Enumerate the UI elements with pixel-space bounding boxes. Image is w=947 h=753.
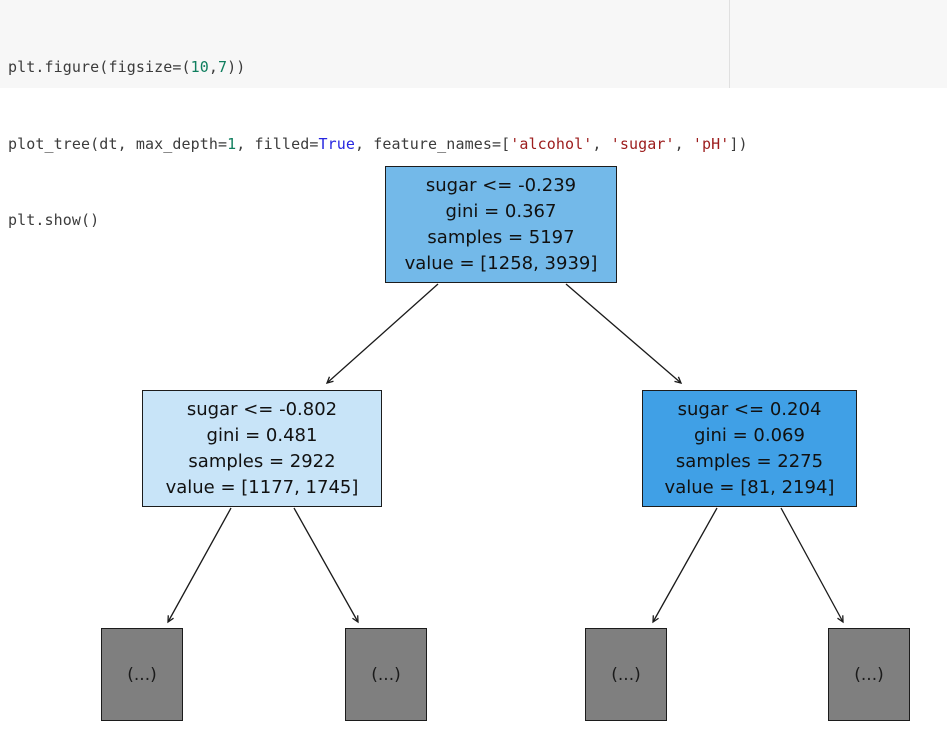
code-token: , <box>674 134 693 153</box>
code-token: plt.show() <box>8 211 100 229</box>
leaf-label: (...) <box>611 664 641 685</box>
node-condition: sugar <= -0.239 <box>425 174 577 196</box>
node-condition: sugar <= -0.802 <box>186 398 338 420</box>
tree-node-left-child: sugar <= -0.802 gini = 0.481 samples = 2… <box>142 390 382 507</box>
code-token: 'sugar' <box>610 134 675 153</box>
code-token: plt.figure(figsize=( <box>8 58 191 76</box>
leaf-label: (...) <box>127 664 157 685</box>
leaf-label: (...) <box>371 664 401 685</box>
leaf-label: (...) <box>854 664 884 685</box>
edge-right-to-leaf3 <box>652 507 718 624</box>
edge-root-to-right <box>565 283 683 384</box>
edge-left-to-leaf2 <box>293 507 359 624</box>
edge-right-to-leaf4 <box>780 507 844 624</box>
node-gini: gini = 0.481 <box>206 424 318 446</box>
node-gini: gini = 0.069 <box>694 424 805 446</box>
node-gini: gini = 0.367 <box>445 200 557 222</box>
node-value: value = [81, 2194] <box>664 476 835 498</box>
node-samples: samples = 2922 <box>188 450 336 472</box>
code-cell[interactable]: plt.figure(figsize=(10,7)) plot_tree(dt,… <box>0 0 947 229</box>
code-token: ]) <box>729 134 748 153</box>
code-token: , <box>592 134 611 153</box>
code-token: 'pH' <box>692 134 730 153</box>
editor-column-ruler <box>729 0 730 88</box>
edge-root-to-left <box>325 283 439 384</box>
node-samples: samples = 5197 <box>427 226 575 248</box>
code-line: plt.show() <box>8 208 748 234</box>
tree-leaf-node: (...) <box>101 628 183 721</box>
edge-left-to-leaf1 <box>167 507 232 624</box>
code-token: 1 <box>227 134 237 153</box>
code-line: plt.figure(figsize=(10,7)) <box>8 55 748 81</box>
tree-leaf-node: (...) <box>345 628 427 721</box>
code-token: 'alcohol' <box>510 134 593 153</box>
node-samples: samples = 2275 <box>675 450 824 472</box>
node-condition: sugar <= 0.204 <box>677 398 822 420</box>
code-token: plot_tree(dt, max_depth= <box>8 134 228 153</box>
code-token: True <box>318 134 355 153</box>
node-value: value = [1258, 3939] <box>404 252 598 274</box>
code-token: , filled= <box>236 134 319 153</box>
tree-node-right-child: sugar <= 0.204 gini = 0.069 samples = 22… <box>642 390 857 507</box>
code-token: 10 <box>190 58 209 76</box>
code-editor-text: plt.figure(figsize=(10,7)) plot_tree(dt,… <box>8 4 748 285</box>
tree-leaf-node: (...) <box>585 628 667 721</box>
node-value: value = [1177, 1745] <box>165 476 359 498</box>
code-token: , <box>208 58 219 76</box>
tree-node-root: sugar <= -0.239 gini = 0.367 samples = 5… <box>385 166 617 283</box>
code-token: 7 <box>218 58 228 76</box>
code-token: )) <box>227 58 246 76</box>
code-line: plot_tree(dt, max_depth=1, filled=True, … <box>8 132 748 158</box>
code-token: , feature_names=[ <box>355 134 511 153</box>
tree-leaf-node: (...) <box>828 628 910 721</box>
